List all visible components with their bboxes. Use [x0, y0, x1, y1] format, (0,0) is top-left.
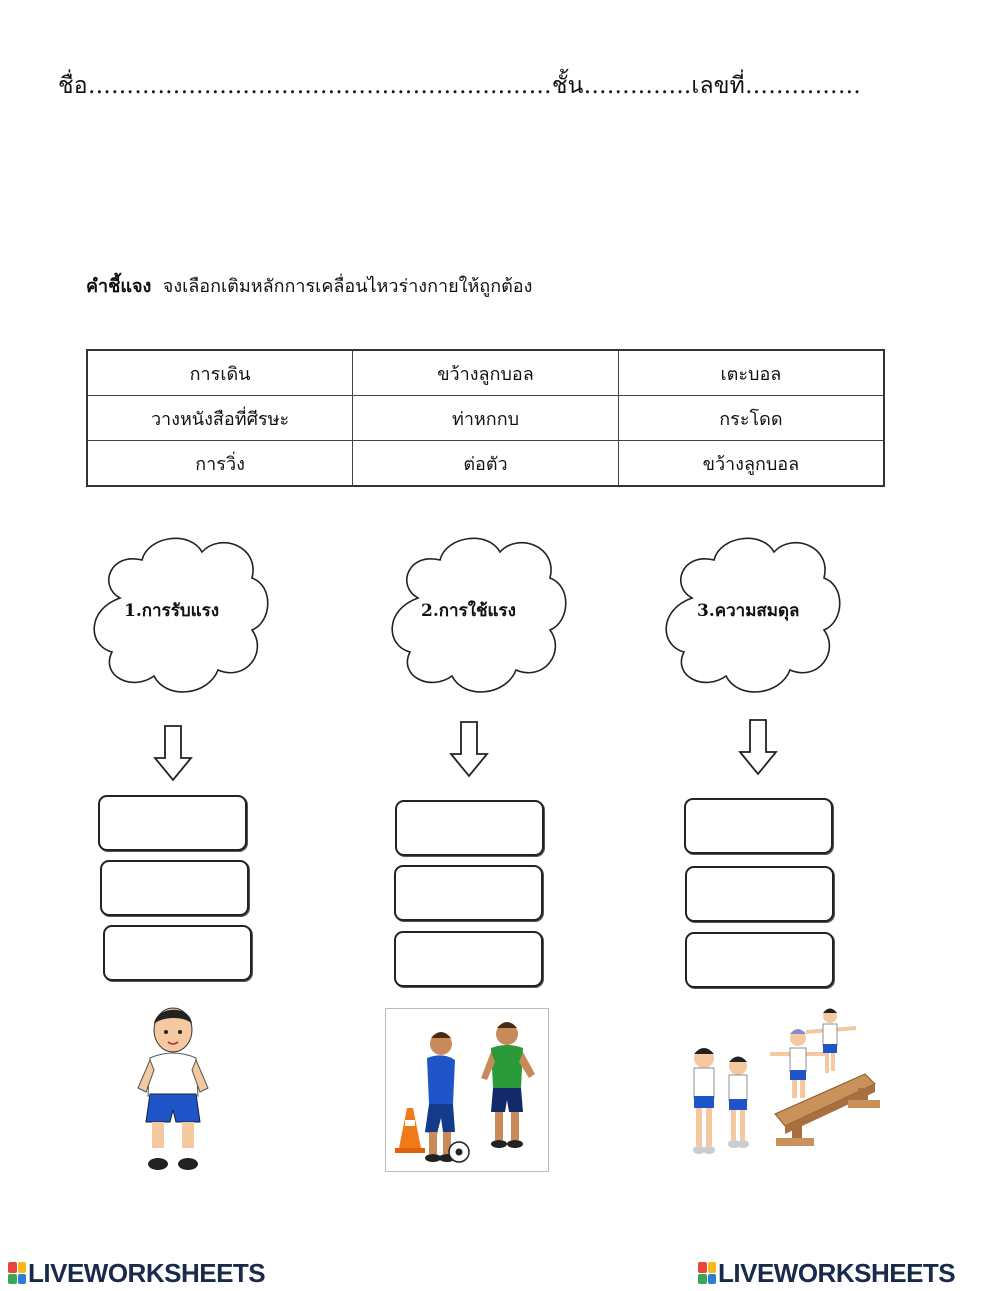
boy-standing-icon: [137, 1007, 209, 1170]
answer-box-apply-1[interactable]: [395, 800, 544, 856]
instructions: คำชี้แจง จงเลือกเติมหลักการเคลื่อนไหวร่า…: [86, 271, 532, 300]
cloud-icon: [93, 537, 269, 693]
class-label: ชั้น: [551, 73, 584, 99]
number-blank[interactable]: ……………: [745, 73, 862, 99]
arrow-down-icon: [738, 719, 778, 776]
liveworksheets-logo: LIVEWORKSHEETS: [698, 1257, 956, 1288]
cloud-label-apply-force: 2.การใช้แรง: [421, 601, 516, 621]
word-bank-cell: ขว้างลูกบอล: [617, 440, 885, 487]
number-label: เลขที่: [691, 73, 746, 99]
table-row: การเดิน ขว้างลูกบอล เตะบอล: [86, 349, 885, 396]
table-row: การวิ่ง ต่อตัว ขว้างลูกบอล: [86, 440, 885, 487]
liveworksheets-logo-text: LIVEWORKSHEETS: [28, 1257, 266, 1288]
arrow-down-icon: [449, 721, 489, 778]
liveworksheets-logo-text: LIVEWORKSHEETS: [718, 1257, 956, 1288]
name-blank[interactable]: ……………………………………………………: [87, 73, 552, 99]
answer-box-receive-2[interactable]: [100, 860, 249, 916]
answer-box-balance-1[interactable]: [684, 798, 833, 854]
answer-box-receive-3[interactable]: [103, 925, 252, 981]
boys-playing-football-icon: [385, 1008, 549, 1172]
answer-box-receive-1[interactable]: [98, 795, 247, 851]
cloud-icon: [391, 537, 567, 693]
liveworksheets-logo-icon: [8, 1262, 26, 1284]
word-bank-cell: การวิ่ง: [86, 440, 354, 487]
answer-box-balance-2[interactable]: [685, 866, 834, 922]
word-bank-cell: ต่อตัว: [352, 440, 619, 487]
liveworksheets-logo-icon: [698, 1262, 716, 1284]
word-bank-cell: ขว้างลูกบอล: [352, 349, 619, 396]
instructions-text: จงเลือกเติมหลักการเคลื่อนไหวร่างกายให้ถู…: [162, 276, 533, 297]
arrow-down-icon: [153, 725, 193, 782]
table-row: วางหนังสือที่ศีรษะ ท่าหกกบ กระโดด: [86, 395, 885, 441]
student-info-line: ชื่อ……………………………………………………ชั้น…………..เลขที่…: [58, 68, 861, 104]
cloud-icon: [665, 537, 841, 693]
answer-box-apply-3[interactable]: [394, 931, 543, 987]
word-bank-cell: ท่าหกกบ: [352, 395, 619, 441]
word-bank-cell: วางหนังสือที่ศีรษะ: [86, 395, 354, 441]
name-label: ชื่อ: [58, 73, 88, 99]
word-bank-cell: เตะบอล: [617, 349, 885, 396]
liveworksheets-logo: LIVEWORKSHEETS: [8, 1257, 266, 1288]
word-bank-cell: กระโดด: [617, 395, 885, 441]
answer-box-apply-2[interactable]: [394, 865, 543, 921]
answer-box-balance-3[interactable]: [685, 932, 834, 988]
cloud-label-receive-force: 1.การรับแรง: [124, 601, 220, 621]
word-bank-cell: การเดิน: [86, 349, 354, 396]
instructions-label: คำชี้แจง: [86, 276, 152, 297]
class-blank[interactable]: …………..: [583, 73, 692, 99]
cloud-label-balance: 3.ความสมดุล: [697, 601, 800, 621]
children-balance-beam-icon: [693, 1008, 880, 1154]
word-bank-table: การเดิน ขว้างลูกบอล เตะบอล วางหนังสือที่…: [86, 349, 885, 487]
